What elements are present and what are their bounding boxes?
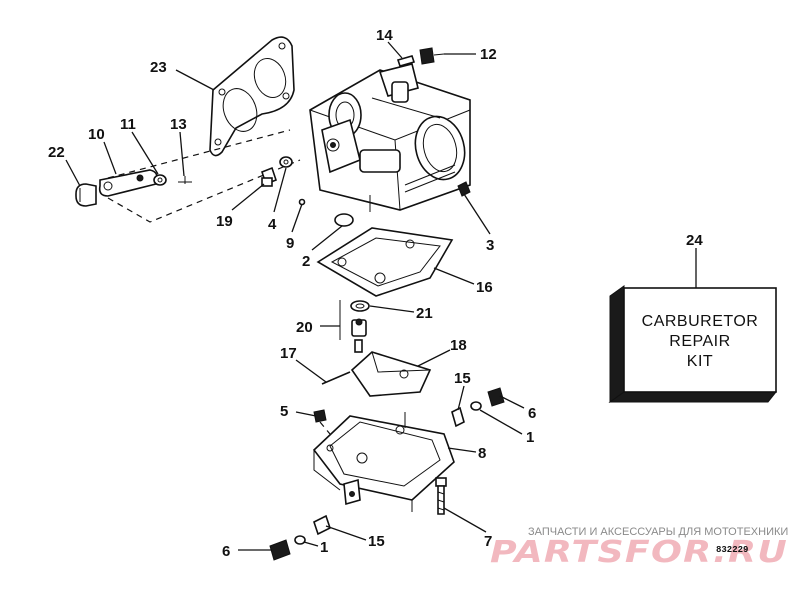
callout-19: 19: [216, 213, 233, 230]
callout-6-upper: 6: [528, 405, 536, 422]
part-6-plug-lower: [269, 539, 291, 561]
callout-7: 7: [484, 533, 492, 550]
part-3-screw: [457, 181, 471, 197]
alignment-dashed-lines: [107, 129, 301, 223]
callout-20: 20: [296, 319, 313, 336]
callout-13: 13: [170, 116, 187, 133]
callout-4: 4: [268, 216, 277, 233]
kit-label-line-2: REPAIR: [669, 333, 730, 350]
callout-23: 23: [150, 59, 167, 76]
part-15-jet-upper: [451, 406, 465, 428]
callout-14: 14: [376, 27, 393, 44]
part-7-screw: [435, 477, 447, 515]
part-19-fitting: [261, 166, 277, 187]
carburetor-body: [309, 63, 471, 212]
callout-18: 18: [450, 337, 467, 354]
part-24-repair-kit-box: [608, 285, 778, 403]
callout-6-lower: 6: [222, 543, 230, 560]
part-22-cap: [75, 183, 97, 207]
part-14-pin: [396, 55, 416, 67]
part-4-washer: [279, 156, 293, 168]
part-21-washer: [350, 300, 370, 312]
part-9-ball: [298, 198, 306, 206]
kit-label-line-3: KIT: [687, 353, 713, 370]
callout-21: 21: [416, 305, 433, 322]
part-16-gasket: [316, 227, 454, 297]
callout-10: 10: [88, 126, 105, 143]
callout-11: 11: [120, 116, 136, 133]
part-10-lever: [98, 169, 158, 197]
callout-17: 17: [280, 345, 297, 362]
part-12-screw: [419, 47, 445, 65]
callout-24: 24: [686, 232, 703, 249]
callout-22: 22: [48, 144, 65, 161]
watermark-caption: ЗАПЧАСТИ И АКСЕССУАРЫ ДЛЯ МОТОТЕХНИКИ: [528, 526, 788, 538]
callout-15-upper: 15: [454, 370, 471, 387]
part-17-hinge-pin: [321, 371, 351, 385]
kit-label-line-1: CARBURETOR: [642, 313, 759, 330]
callout-3: 3: [486, 237, 494, 254]
callout-12: 12: [480, 46, 497, 63]
part-5-fitting: [313, 409, 331, 435]
leader-lines: [65, 41, 697, 551]
part-2-seal: [334, 213, 354, 227]
figure-number: 832229: [716, 545, 748, 555]
part-11-washer: [153, 174, 167, 186]
callout-9: 9: [286, 235, 294, 252]
part-23-top-gasket: [209, 36, 295, 157]
part-15-jet-lower: [313, 514, 331, 536]
part-1-washer-lower: [294, 535, 306, 545]
callout-5: 5: [280, 403, 288, 420]
callout-1-upper: 1: [526, 429, 534, 446]
callout-8: 8: [478, 445, 486, 462]
part-18-float: [350, 351, 432, 397]
callout-16: 16: [476, 279, 493, 296]
callout-15-lower: 15: [368, 533, 385, 550]
watermark-logo: PARTSFOR.RU: [490, 535, 788, 570]
callout-1-lower: 1: [320, 539, 328, 556]
part-6-plug-upper: [487, 387, 505, 407]
part-20-needle-seat: [339, 300, 367, 353]
part-1-washer-upper: [470, 401, 482, 411]
callout-2: 2: [302, 253, 310, 270]
part-8-float-bowl: [312, 412, 455, 512]
part-13-pin: [178, 176, 192, 184]
